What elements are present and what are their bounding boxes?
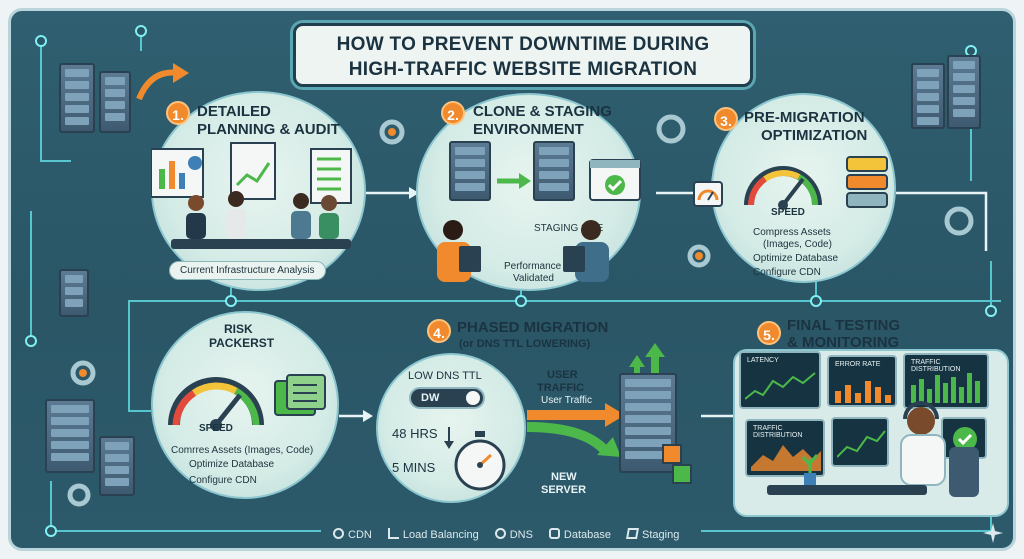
step-1-number: 1.	[166, 101, 190, 125]
step-3-title-line-1: PRE-MIGRATION	[744, 109, 865, 126]
toggle-knob	[466, 391, 480, 405]
legend: CDN Load Balancing DNS Database Staging	[333, 523, 679, 545]
step-3-gauge-label: SPEED	[771, 207, 805, 218]
title-line-2: HIGH-TRAFFIC WEBSITE MIGRATION	[348, 59, 698, 80]
performance-status-line-1: Performance	[504, 261, 562, 272]
step-3-number: 3.	[714, 107, 738, 131]
new-server-line-1: NEW	[551, 471, 577, 483]
database-stack-icon	[846, 156, 888, 208]
infographic-board: HOW TO PREVENT DOWNTIME DURING HIGH-TRAF…	[8, 8, 1016, 551]
step-1-title-line-1: DETAILED	[197, 103, 271, 120]
legend-item-load-balancing: Load Balancing	[387, 527, 479, 541]
dns-icon	[494, 527, 506, 539]
legend-item-dns: DNS	[494, 527, 533, 541]
step-3-bullet-3: Optimize Database	[753, 253, 839, 264]
latency-monitor: LATENCY	[739, 351, 821, 409]
plant-icon	[801, 454, 819, 485]
step-2-title-line-2: ENVIRONMENT	[473, 121, 584, 138]
server-rack-icon	[947, 55, 981, 129]
user-traffic-line-1: USER	[547, 369, 578, 381]
server-rack-icon	[911, 63, 945, 129]
title-line-1: HOW TO PREVENT DOWNTIME DURING	[336, 34, 710, 55]
staging-server-icon	[533, 141, 575, 201]
dns-toggle-label: DW	[421, 392, 440, 404]
database-icon	[548, 527, 560, 539]
dns-title: LOW DNS TTL	[408, 370, 482, 382]
step-3-bullet-2: (Images, Code)	[763, 239, 832, 250]
step-1-caption: Current Infrastructure Analysis	[169, 261, 326, 280]
speed-gauge-icon	[744, 166, 822, 210]
page-title: HOW TO PREVENT DOWNTIME DURING HIGH-TRAF…	[293, 23, 753, 87]
staging-icon	[626, 527, 639, 539]
risk-gauge-label: SPEED	[199, 423, 233, 434]
step-3-bullet-4: Configure CDN	[753, 267, 821, 278]
step-2-title-line-1: CLONE & STAGING	[473, 103, 612, 120]
dns-ttl-toggle[interactable]: DW	[409, 387, 485, 409]
staging-team-illustration	[437, 220, 609, 282]
down-arrow-icon	[444, 427, 454, 449]
risk-title-line-2: PACKERST	[209, 336, 275, 350]
metrics-monitor	[831, 417, 889, 467]
server-rack-icon	[59, 63, 95, 133]
clone-arrow-icon	[497, 173, 531, 189]
risk-speed-gauge-icon	[168, 377, 264, 431]
step-4-title-line-2: (or DNS TTL LOWERING)	[459, 338, 591, 350]
traffic-distribution-label-2: TRAFFIC DISTRIBUTION	[753, 425, 803, 439]
mini-gauge-icon	[693, 181, 723, 207]
staging-site-label: STAGING SITE	[534, 223, 604, 234]
legend-item-staging: Staging	[626, 527, 679, 541]
traffic-distribution-label: TRAFFIC DISTRIBUTION	[911, 359, 961, 373]
performance-status-line-2: Validated	[513, 273, 554, 284]
server-tower-icon	[59, 269, 89, 317]
sparkle-icon	[983, 523, 1003, 543]
new-server-line-2: SERVER	[541, 484, 587, 496]
legend-item-cdn: CDN	[333, 527, 372, 541]
server-rack-icon	[99, 436, 135, 496]
desk	[767, 485, 927, 495]
step-4-number: 4.	[427, 319, 451, 343]
user-traffic-line-2: TRAFFIC	[537, 382, 585, 394]
validated-window-icon	[589, 159, 641, 201]
risk-title-line-1: RISK	[224, 322, 253, 336]
step-3-bullet-1: Compress Assets	[753, 227, 831, 238]
server-rack-icon	[45, 399, 95, 473]
step-2-number: 2.	[441, 101, 465, 125]
step-5-title-line-2: & MONITORING	[787, 334, 900, 351]
step-1-title-line-2: PLANNING & AUDIT	[197, 121, 340, 138]
dns-to-value: 5 MINS	[392, 460, 436, 475]
user-traffic-subtitle: User Traffic	[541, 395, 592, 406]
operator-illustration	[900, 401, 979, 497]
legend-item-database: Database	[548, 527, 611, 541]
latency-label: LATENCY	[747, 357, 779, 364]
planning-team-illustration	[151, 142, 352, 249]
error-rate-monitor: ERROR RATE	[827, 355, 897, 407]
traffic-distribution-monitor-2: TRAFFIC DISTRIBUTION	[745, 419, 825, 477]
step-3-title-line-2: OPTIMIZATION	[761, 127, 868, 144]
source-server-icon	[449, 141, 491, 201]
risk-bullet-3: Configure CDN	[189, 475, 257, 486]
step-4-title-line-1: PHASED MIGRATION	[457, 319, 609, 336]
load-balancing-icon	[387, 527, 399, 539]
risk-files-icon	[274, 374, 326, 416]
package-cubes-icon	[662, 444, 692, 484]
traffic-distribution-monitor: TRAFFIC DISTRIBUTION	[903, 353, 989, 409]
stopwatch-icon	[454, 431, 506, 491]
cdn-icon	[333, 527, 344, 539]
error-rate-label: ERROR RATE	[835, 361, 881, 368]
server-rack-icon	[99, 71, 131, 133]
dns-from-value: 48 HRS	[392, 426, 438, 441]
step-5-number: 5.	[757, 321, 781, 345]
status-ok-monitor	[941, 417, 987, 459]
step-5-title-line-1: FINAL TESTING	[787, 317, 901, 334]
risk-bullet-2: Optimize Database	[189, 459, 275, 470]
risk-bullet-1: Comrres Assets (Images, Code)	[171, 445, 314, 456]
